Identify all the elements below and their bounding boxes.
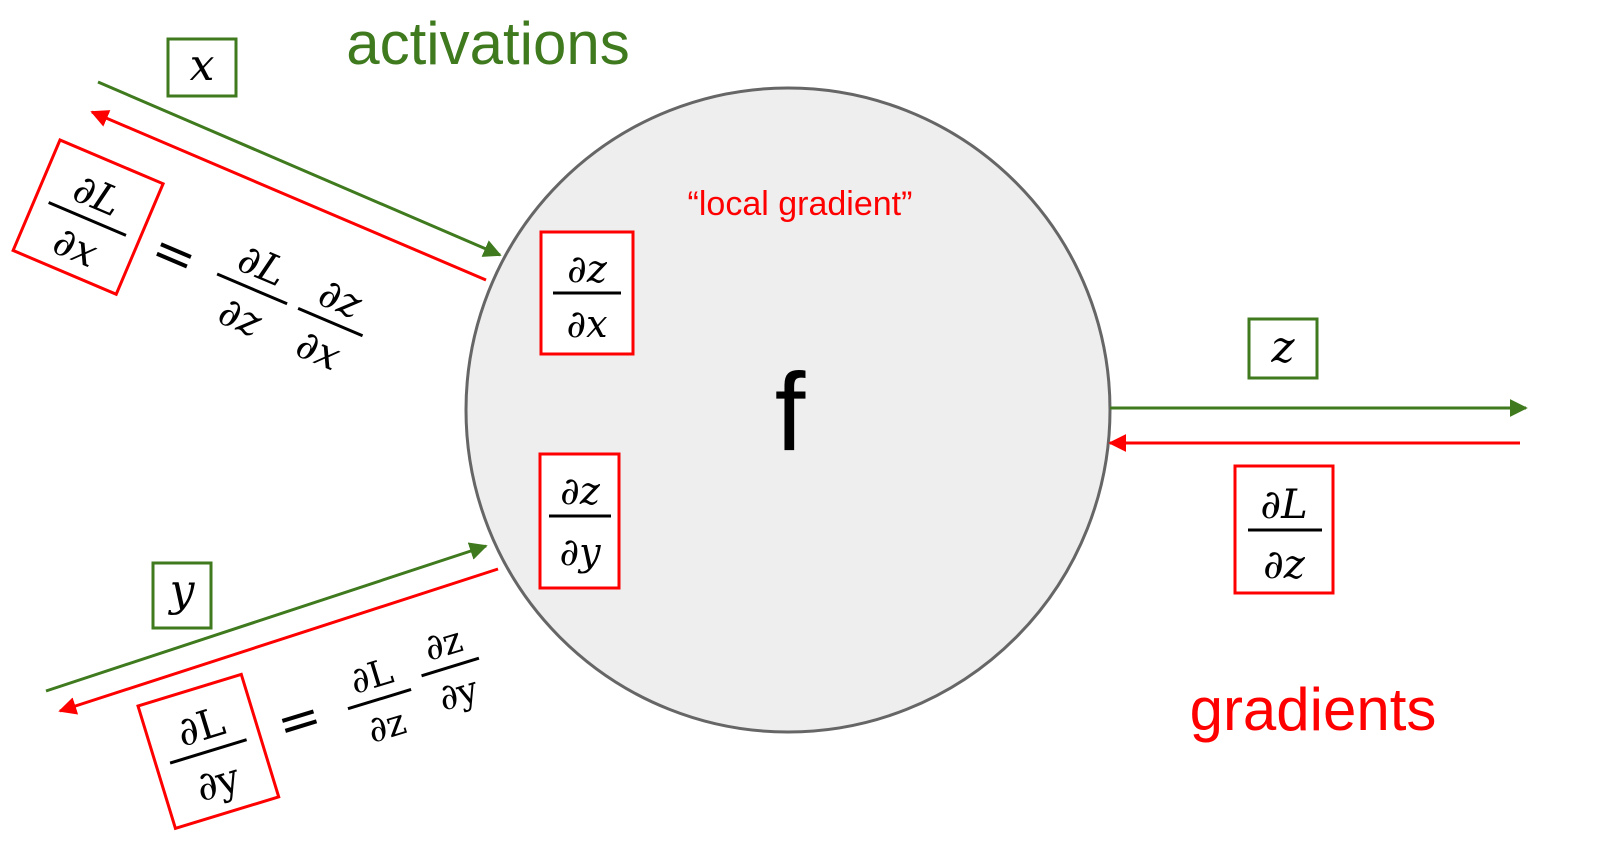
z-variable-box: z bbox=[1247, 317, 1319, 380]
svg-text:∂y: ∂y bbox=[559, 530, 601, 574]
svg-text:∂L: ∂L bbox=[231, 235, 292, 296]
partial-symbol: ∂ bbox=[1260, 482, 1281, 528]
y-variable: y bbox=[168, 565, 196, 616]
local-gradient-dz-dy: ∂z ∂y bbox=[538, 452, 621, 590]
upstream-gradient-dL-dz: ∂L ∂z bbox=[1233, 464, 1335, 595]
local-gradient-label: “local gradient” bbox=[688, 185, 913, 223]
x-variable: x bbox=[190, 40, 215, 91]
denominator-z: z bbox=[1283, 542, 1306, 588]
x-activation-arrow bbox=[97, 80, 502, 257]
denominator-y: y bbox=[577, 530, 601, 574]
partial-symbol: ∂ bbox=[559, 530, 579, 574]
z-variable: z bbox=[1270, 322, 1295, 373]
gradients-heading: gradients bbox=[1190, 676, 1437, 743]
svg-text:∂z: ∂z bbox=[312, 270, 369, 329]
svg-text:∂x: ∂x bbox=[289, 321, 347, 380]
partial-symbol: ∂ bbox=[1263, 542, 1284, 588]
local-gradient-dz-dx: ∂z ∂x bbox=[539, 230, 635, 356]
svg-text:∂x: ∂x bbox=[566, 302, 607, 346]
svg-text:∂z: ∂z bbox=[567, 247, 608, 291]
partial-symbol: ∂ bbox=[567, 247, 587, 291]
node-label: f bbox=[775, 351, 806, 474]
svg-text:∂L: ∂L bbox=[1260, 482, 1307, 528]
activations-heading: activations bbox=[346, 10, 629, 77]
partial-symbol: ∂ bbox=[566, 302, 586, 346]
svg-text:∂z: ∂z bbox=[363, 702, 411, 752]
svg-text:∂z: ∂z bbox=[419, 619, 467, 669]
svg-text:∂y: ∂y bbox=[434, 669, 484, 720]
equals-sign: = bbox=[270, 685, 329, 755]
x-variable-box: x bbox=[166, 37, 238, 98]
y-variable-box: y bbox=[151, 561, 213, 630]
chain-rule-y: ∂L ∂y = ∂L ∂z ∂z ∂y bbox=[136, 619, 484, 831]
chain-rule-x: ∂L ∂x = ∂L ∂z ∂z ∂x bbox=[11, 138, 369, 380]
partial-symbol: ∂ bbox=[560, 469, 580, 513]
x-gradient-arrow bbox=[90, 110, 487, 282]
numerator-z: z bbox=[579, 469, 601, 513]
y-gradient-arrow bbox=[58, 567, 499, 715]
svg-text:∂z: ∂z bbox=[1263, 542, 1306, 588]
svg-text:∂z: ∂z bbox=[212, 288, 269, 347]
denominator-x: x bbox=[586, 302, 607, 346]
numerator-L: L bbox=[1280, 482, 1308, 528]
svg-text:∂z: ∂z bbox=[560, 469, 601, 513]
y-activation-arrow bbox=[45, 542, 488, 693]
equals-sign: = bbox=[142, 219, 206, 291]
numerator-z: z bbox=[586, 247, 608, 291]
